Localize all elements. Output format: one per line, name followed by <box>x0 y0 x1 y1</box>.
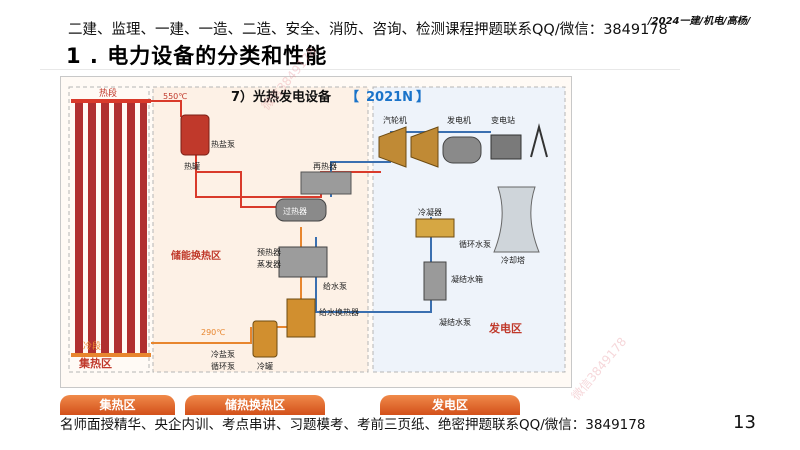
label-condensate-tank: 凝结水箱 <box>451 274 483 284</box>
turbine-hp <box>378 126 407 168</box>
cold-header-pipe <box>71 353 151 357</box>
cooling-tower <box>493 186 540 253</box>
badge-open-bracket: 【 <box>346 89 359 105</box>
title-divider <box>40 69 680 70</box>
label-heat-section: 热段 <box>99 87 117 99</box>
condenser <box>415 218 455 238</box>
label-cooling-tower: 冷却塔 <box>501 255 525 265</box>
label-hot-pump: 热盐泵 <box>211 139 235 149</box>
label-generator: 发电机 <box>447 115 471 125</box>
label-feedwater-heater: 给水换热器 <box>319 307 359 317</box>
page-number: 13 <box>733 412 756 433</box>
hot-pipe-to-tank <box>151 100 182 117</box>
tab-collector-zone: 集热区 <box>60 395 175 415</box>
label-preheater: 预热器 <box>257 247 281 257</box>
collector-tubes <box>75 103 147 353</box>
transmission-tower-icon <box>530 123 548 158</box>
label-condenser: 冷凝器 <box>418 207 442 217</box>
tab-storage-zone: 储热换热区 <box>185 395 325 415</box>
label-substation: 变电站 <box>491 115 515 125</box>
cold-pipe-from-tank <box>151 327 252 344</box>
course-tag: /2024一建/机电/高杨/ <box>648 16 751 27</box>
label-collector-zone: 集热区 <box>78 356 112 370</box>
condensate-tank <box>423 261 447 301</box>
label-turbine: 汽轮机 <box>383 115 407 125</box>
bottom-promo-banner: 名师面授精华、央企内训、考点串讲、习题模考、考前三页纸、绝密押题联系QQ/微信：… <box>60 417 646 433</box>
year-badge: 2021N <box>366 90 413 105</box>
label-temp-hot: 550℃ <box>163 92 187 101</box>
label-cold-section: 冷段 <box>83 340 101 352</box>
label-cold-salt-pump: 冷盐泵 <box>211 349 235 359</box>
label-feed-pump: 给水泵 <box>323 281 347 291</box>
label-circ-pump: 循环泵 <box>211 361 235 371</box>
label-condensate-pump: 凝结水泵 <box>439 317 471 327</box>
hot-pipe-to-superheater <box>196 171 291 208</box>
label-reheater: 再热器 <box>313 161 337 171</box>
reheater <box>300 171 352 195</box>
hot-tank <box>180 114 210 156</box>
slide-title: 1 . 电力设备的分类和性能 <box>66 44 328 68</box>
cold-tank <box>252 320 278 358</box>
diagram-svg: 热段 550℃ 热罐 热盐泵 再热器 过热器 储能换热区 预热器 蒸发器 给水泵… <box>68 86 566 373</box>
superheater <box>275 198 327 222</box>
substation <box>490 134 522 160</box>
watermark: 微信3849178 <box>568 334 630 403</box>
label-evaporator: 蒸发器 <box>257 259 281 269</box>
label-power-zone: 发电区 <box>488 321 522 335</box>
diagram-heading: 7）光热发电设备 <box>231 89 332 105</box>
hot-header-pipe <box>71 99 151 103</box>
generator <box>442 136 482 164</box>
label-temp-cold: 290℃ <box>201 328 225 337</box>
tab-power-zone: 发电区 <box>380 395 520 415</box>
label-cooling-pump: 循环水泵 <box>459 239 491 249</box>
turbine-lp <box>410 126 439 168</box>
label-hot-tank: 热罐 <box>184 161 200 171</box>
label-superheater: 过热器 <box>283 206 307 216</box>
top-promo-banner: 二建、监理、一建、一造、二造、安全、消防、咨询、检测课程押题联系QQ/微信：38… <box>68 22 668 38</box>
badge-close-bracket: 】 <box>416 89 429 105</box>
label-cold-tank: 冷罐 <box>257 361 273 371</box>
feedwater-heater <box>286 298 316 338</box>
label-storage-zone: 储能换热区 <box>170 249 221 262</box>
solar-thermal-diagram: 热段 550℃ 热罐 热盐泵 再热器 过热器 储能换热区 预热器 蒸发器 给水泵… <box>60 76 572 388</box>
evaporator <box>278 246 328 278</box>
